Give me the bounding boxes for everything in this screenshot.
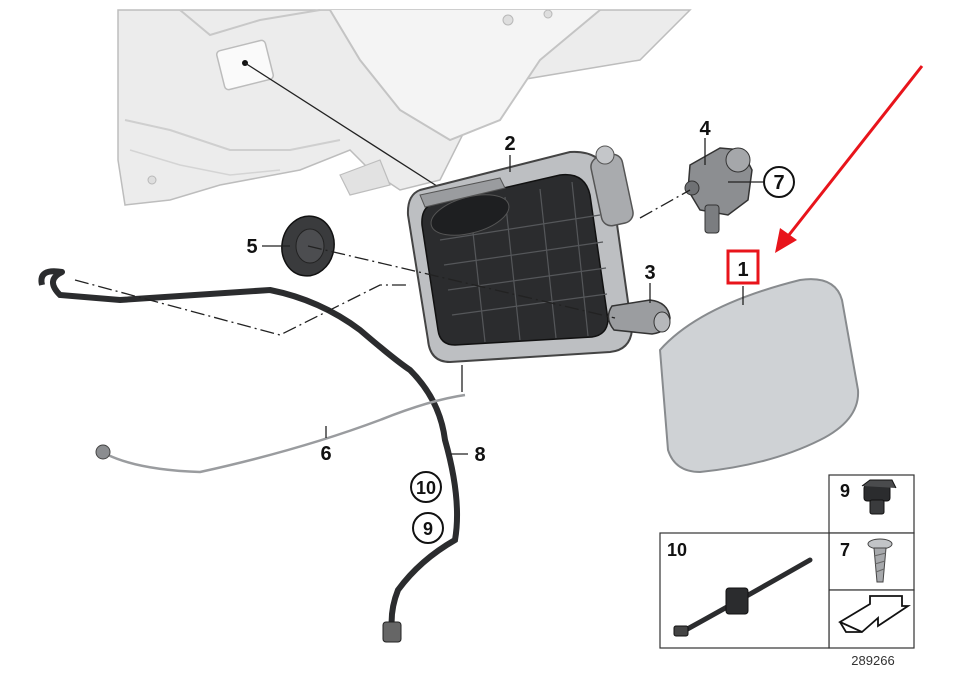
red-arrow-shaft bbox=[783, 65, 924, 241]
cable-tie-part bbox=[673, 557, 813, 637]
small-actuator bbox=[607, 299, 671, 335]
legend-label-7: 7 bbox=[840, 540, 850, 560]
leader-opening bbox=[244, 62, 441, 189]
callout-3: 3 bbox=[644, 262, 655, 284]
callout-10-circle bbox=[410, 471, 442, 503]
red-arrow-head bbox=[775, 228, 797, 253]
clip-part bbox=[861, 479, 897, 515]
release-cable bbox=[107, 393, 466, 474]
screw-part bbox=[867, 538, 893, 583]
assembly-line-grommet bbox=[307, 245, 616, 319]
hose-end bbox=[38, 268, 63, 286]
callout-6: 6 bbox=[320, 443, 331, 465]
callout-5: 5 bbox=[246, 236, 257, 258]
assembly-line-actuator bbox=[639, 189, 691, 219]
filler-housing bbox=[406, 145, 634, 364]
callout-2: 2 bbox=[504, 133, 515, 155]
assembly-line-hose bbox=[74, 279, 410, 336]
callout-9: 9 bbox=[423, 519, 433, 539]
callout-8: 8 bbox=[474, 444, 485, 466]
fuel-flap bbox=[658, 278, 860, 474]
diagram-number: 289266 bbox=[851, 653, 894, 668]
callout-7-circle bbox=[763, 166, 795, 198]
legend-label-9: 9 bbox=[840, 481, 850, 501]
drain-hose bbox=[50, 269, 461, 633]
body-side-panel bbox=[117, 9, 692, 206]
arrow-symbol-icon bbox=[838, 595, 911, 634]
legend-label-10: 10 bbox=[667, 540, 687, 560]
callout-1: 1 bbox=[737, 259, 748, 281]
legend-box: 9 7 10 bbox=[659, 474, 915, 649]
highlight-box bbox=[726, 249, 760, 285]
callout-4: 4 bbox=[699, 118, 711, 140]
callout-7: 7 bbox=[773, 172, 784, 194]
callout-10: 10 bbox=[416, 478, 436, 498]
lock-actuator bbox=[684, 147, 753, 234]
hose-fitting bbox=[382, 621, 402, 643]
cable-end bbox=[95, 444, 111, 460]
callout-9-circle bbox=[412, 512, 444, 544]
